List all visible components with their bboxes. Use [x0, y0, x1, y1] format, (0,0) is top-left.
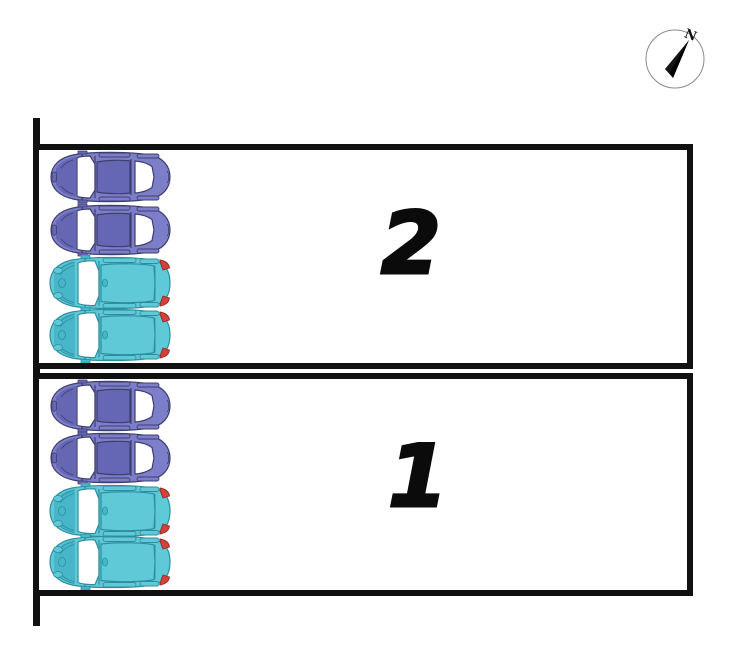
car-purple-sedan	[47, 202, 173, 258]
car-purple-sedan	[47, 430, 173, 486]
car-teal-hatchback	[47, 483, 173, 539]
car-purple-sedan	[47, 378, 173, 434]
car-purple-sedan	[47, 149, 173, 205]
compass-rose-icon: N	[643, 26, 707, 90]
west-boundary-line	[33, 118, 40, 626]
car-teal-hatchback	[47, 534, 173, 590]
car-teal-hatchback	[47, 307, 173, 363]
lot-1-number-label: 1	[387, 427, 450, 527]
lot-2-number-label: 2	[380, 194, 443, 294]
compass-north-label: N	[682, 27, 699, 45]
car-teal-hatchback	[47, 255, 173, 311]
